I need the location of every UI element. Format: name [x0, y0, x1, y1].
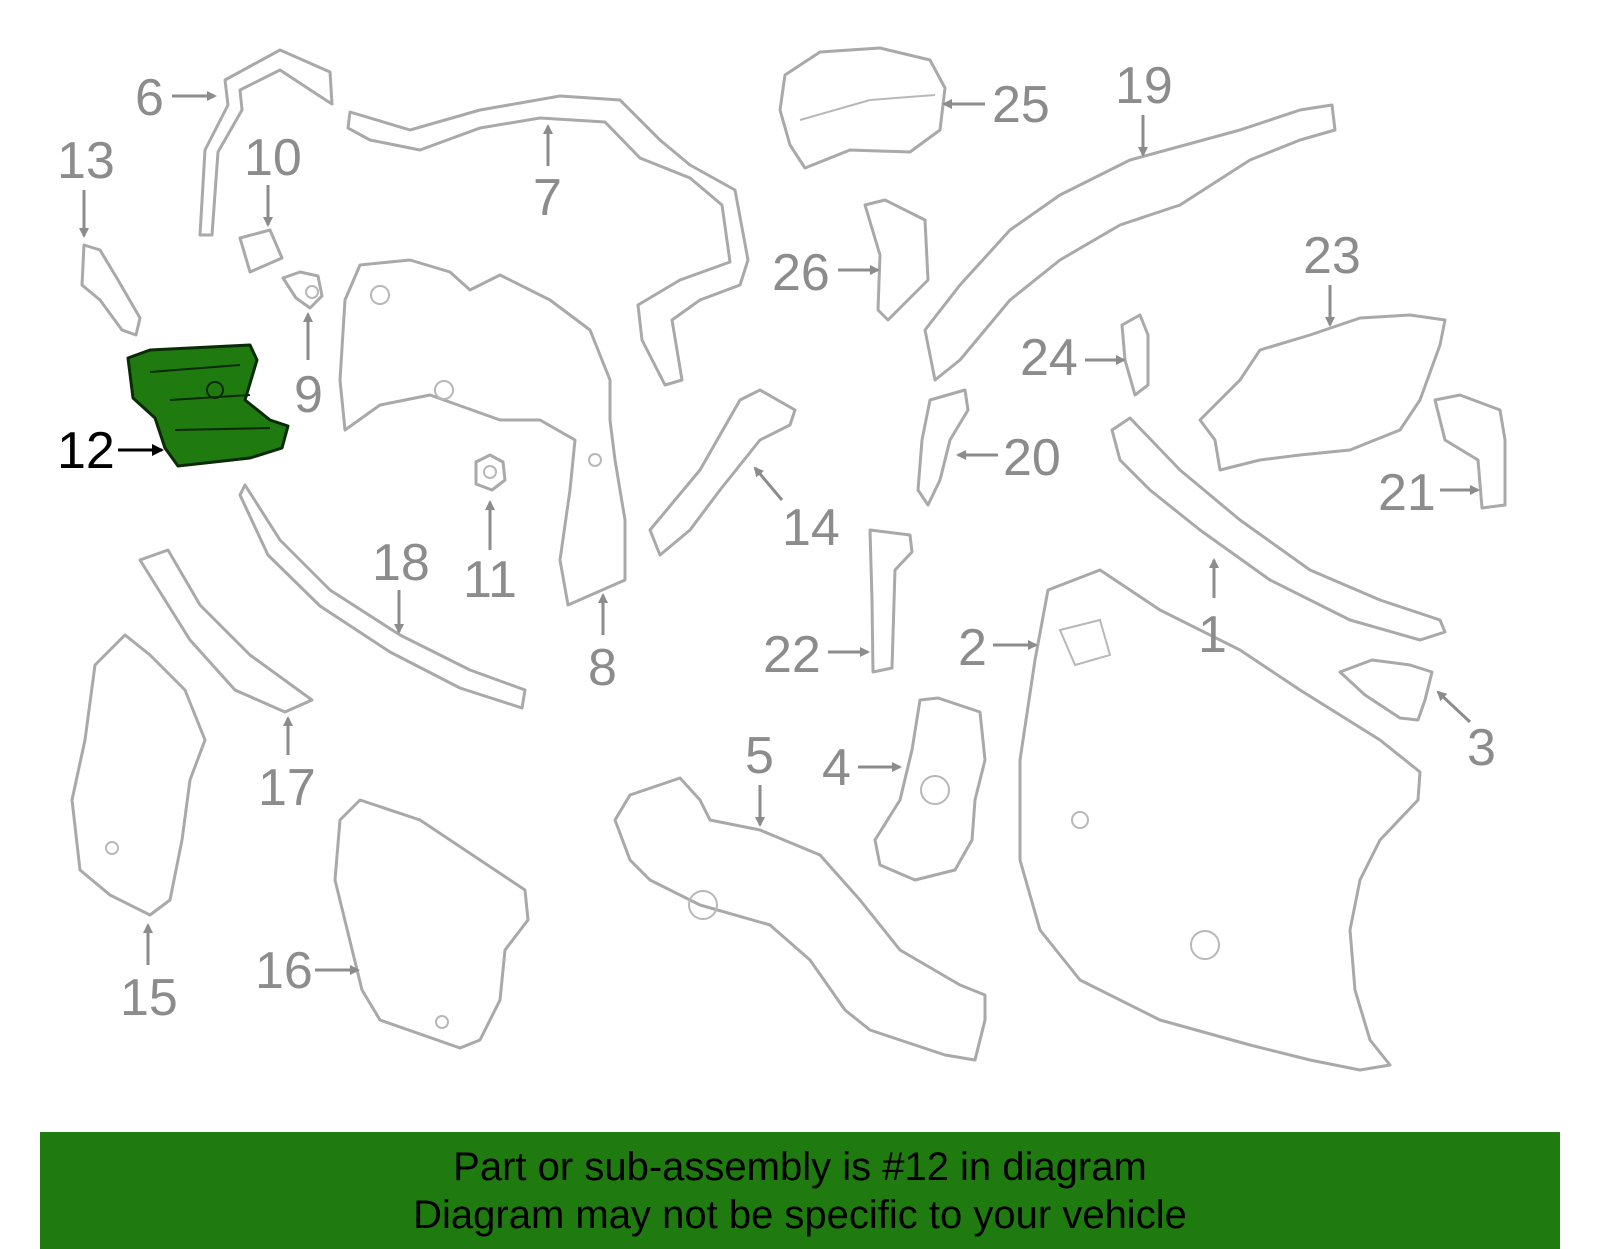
callout-17[interactable]: 17	[258, 716, 316, 817]
part-20-shape	[916, 388, 970, 507]
banner-line-1: Part or sub-assembly is #12 in diagram	[453, 1144, 1147, 1189]
part-12-shape[interactable]	[126, 343, 290, 468]
svg-text:8: 8	[588, 639, 617, 697]
info-banner: Part or sub-assembly is #12 in diagram D…	[40, 1132, 1560, 1249]
svg-text:5: 5	[745, 727, 774, 785]
callout-4[interactable]: 4	[822, 739, 902, 797]
callout-20[interactable]: 20	[956, 429, 1061, 487]
callout-21[interactable]: 21	[1378, 464, 1480, 522]
part-25-shape	[778, 46, 947, 170]
part-18-shape	[238, 483, 527, 710]
part-9-shape	[281, 270, 324, 310]
callout-9[interactable]: 9	[294, 312, 323, 424]
parts-diagram: 6 13 10 9 12 7 8 11 18 17 15 16	[57, 46, 1507, 1072]
svg-text:10: 10	[244, 129, 302, 187]
callout-5[interactable]: 5	[745, 727, 774, 827]
part-7-shape	[346, 94, 750, 387]
svg-text:24: 24	[1020, 329, 1078, 387]
svg-text:13: 13	[57, 132, 115, 190]
callout-22[interactable]: 22	[763, 626, 870, 684]
part-14-shape	[648, 388, 797, 557]
svg-text:26: 26	[772, 244, 830, 302]
part-8-shape	[338, 258, 627, 607]
part-26-shape	[863, 198, 930, 322]
callout-13[interactable]: 13	[57, 132, 115, 238]
svg-text:18: 18	[372, 534, 430, 592]
callout-18[interactable]: 18	[372, 534, 430, 634]
callout-23[interactable]: 23	[1303, 227, 1361, 327]
callout-7[interactable]: 7	[533, 124, 562, 227]
callout-2[interactable]: 2	[958, 619, 1038, 677]
svg-text:25: 25	[992, 76, 1050, 134]
part-11-shape	[474, 453, 507, 492]
part-2-shape	[1018, 568, 1422, 1072]
part-24-shape	[1120, 313, 1150, 397]
svg-text:1: 1	[1198, 606, 1227, 664]
svg-text:20: 20	[1003, 429, 1061, 487]
svg-text:11: 11	[463, 551, 517, 609]
svg-text:7: 7	[533, 169, 562, 227]
callout-24[interactable]: 24	[1020, 329, 1126, 387]
callout-11[interactable]: 11	[463, 500, 517, 609]
callout-26[interactable]: 26	[772, 244, 880, 302]
part-16-shape	[333, 798, 530, 1050]
callout-6[interactable]: 6	[135, 69, 217, 127]
svg-text:6: 6	[135, 69, 164, 127]
svg-text:23: 23	[1303, 227, 1361, 285]
part-3-shape	[1338, 658, 1434, 722]
callout-19[interactable]: 19	[1115, 57, 1173, 157]
callout-3[interactable]: 3	[1436, 690, 1496, 777]
svg-text:17: 17	[258, 759, 316, 817]
part-19-shape	[923, 103, 1337, 382]
callout-12[interactable]: 12	[57, 422, 164, 480]
svg-text:2: 2	[958, 619, 987, 677]
svg-text:22: 22	[763, 626, 821, 684]
svg-text:9: 9	[294, 366, 323, 424]
banner-line-2: Diagram may not be specific to your vehi…	[413, 1192, 1187, 1237]
callout-8[interactable]: 8	[588, 593, 617, 697]
part-23-shape	[1198, 313, 1447, 472]
callout-16[interactable]: 16	[255, 942, 360, 1000]
part-1-shape	[1110, 416, 1447, 642]
callout-25[interactable]: 25	[942, 76, 1050, 134]
callout-10[interactable]: 10	[244, 129, 302, 227]
svg-text:15: 15	[120, 969, 178, 1027]
callout-14[interactable]: 14	[753, 466, 840, 557]
part-13-shape	[80, 243, 142, 337]
svg-text:19: 19	[1115, 57, 1173, 115]
svg-text:12: 12	[57, 422, 115, 480]
callout-15[interactable]: 15	[120, 923, 178, 1027]
part-6-shape	[198, 48, 334, 237]
part-17-shape	[138, 548, 314, 714]
part-5-shape	[613, 776, 987, 1062]
part-4-shape	[873, 696, 987, 882]
svg-text:3: 3	[1467, 719, 1496, 777]
svg-text:4: 4	[822, 739, 851, 797]
callout-1[interactable]: 1	[1198, 558, 1227, 664]
part-10-shape	[238, 228, 284, 274]
part-22-shape	[868, 528, 914, 674]
svg-text:16: 16	[255, 942, 313, 1000]
svg-text:14: 14	[782, 499, 840, 557]
part-21-shape	[1433, 393, 1507, 510]
svg-text:21: 21	[1378, 464, 1436, 522]
part-15-shape	[70, 633, 207, 917]
